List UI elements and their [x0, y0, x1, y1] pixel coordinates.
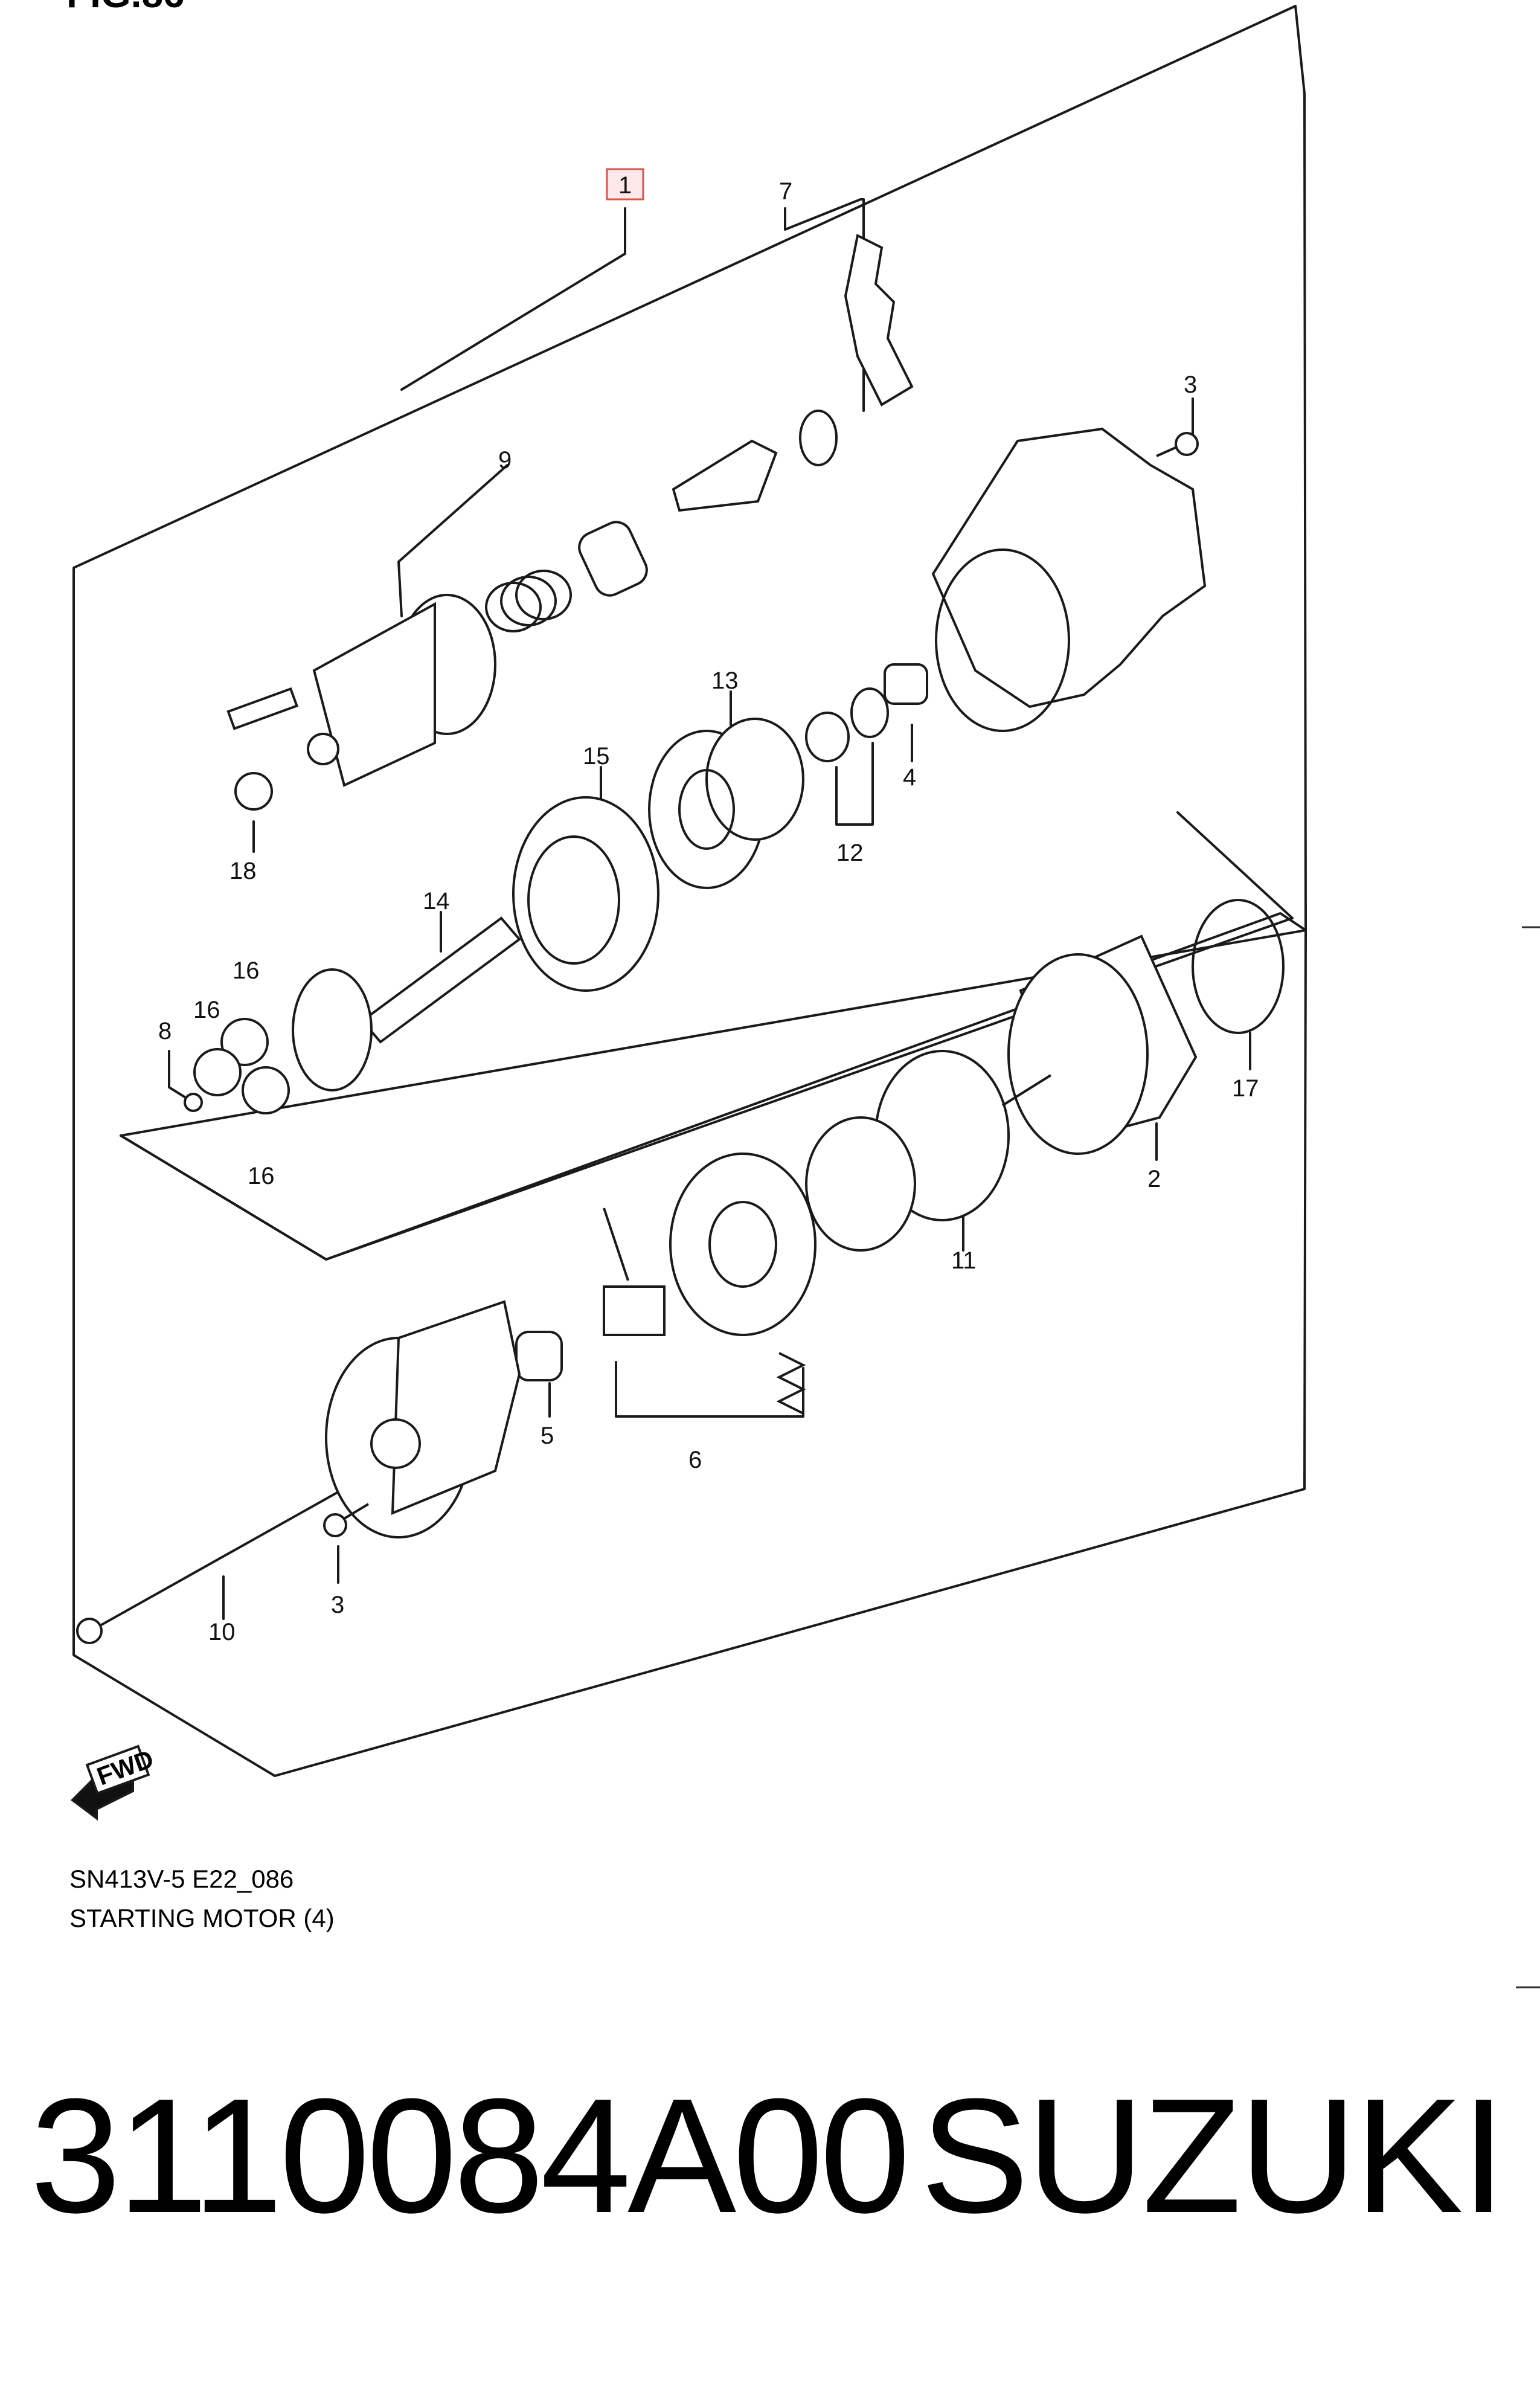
planet-gear-16a — [220, 1018, 269, 1066]
leader-9 — [397, 464, 509, 617]
planet-gear-16b — [193, 1048, 242, 1096]
armature-11 — [805, 1050, 1052, 1252]
through-bolt-10 — [76, 1491, 339, 1644]
leader-1 — [400, 207, 626, 391]
brush-holder-6 — [603, 1153, 817, 1415]
callout-11: 11 — [951, 1247, 977, 1274]
planet-gear-16c — [242, 1066, 290, 1114]
bolt-3-top — [1156, 432, 1199, 457]
fwd-arrow-icon — [70, 1744, 150, 1821]
shaft-14 — [292, 916, 521, 1092]
bolt-3-bottom — [323, 1503, 370, 1537]
callout-18: 18 — [229, 858, 257, 884]
gear-group-outline — [120, 811, 1294, 1261]
leader-6 — [615, 1361, 804, 1418]
bearing-5 — [515, 1331, 563, 1381]
front-housing-part — [931, 427, 1207, 732]
callout-5: 5 — [541, 1423, 554, 1449]
callout-7: 7 — [779, 178, 792, 205]
exploded-parts-diagram: FIG.86 — [66, 0, 1540, 1989]
rear-cover — [325, 1300, 521, 1538]
assembly-outline — [72, 5, 1307, 1777]
callout-10: 10 — [208, 1619, 236, 1645]
callout-15: 15 — [583, 743, 610, 770]
diagram-title: STARTING MOTOR (4) — [69, 1904, 335, 1932]
callout-4: 4 — [903, 764, 916, 791]
callout-12: 12 — [836, 840, 864, 866]
solenoid-part — [226, 594, 496, 787]
callout-14: 14 — [423, 888, 450, 915]
callout-3-bottom: 3 — [331, 1592, 344, 1618]
callout-16c: 16 — [248, 1163, 275, 1189]
callout-16b: 16 — [193, 997, 220, 1023]
callout-13: 13 — [711, 667, 739, 694]
callout-8: 8 — [158, 1018, 172, 1044]
callout-17: 17 — [1232, 1075, 1259, 1102]
washer-12a — [805, 712, 850, 762]
pinion-clutch-13 — [648, 718, 804, 889]
yoke-2 — [1007, 934, 1198, 1155]
leader-12 — [835, 742, 874, 826]
brand-name: SUZUKI — [920, 2065, 1506, 2247]
callout-6: 6 — [688, 1447, 702, 1473]
diagram-code: SN413V-5 E22_086 — [69, 1865, 294, 1893]
plunger-spring-part — [485, 521, 648, 632]
figure-title: FIG.86 — [66, 0, 185, 16]
callout-3-top: 3 — [1184, 371, 1197, 398]
callout-1-highlight — [606, 168, 644, 201]
internal-gear-15 — [512, 796, 659, 992]
callout-2: 2 — [1147, 1166, 1161, 1192]
callout-16a: 16 — [233, 957, 260, 984]
part-number: 3110084A00 — [30, 2065, 910, 2247]
callout-9: 9 — [498, 447, 512, 474]
shift-lever-part — [672, 234, 914, 512]
bushing-4 — [884, 663, 928, 705]
callout-1: 1 — [618, 172, 632, 199]
nut-18 — [234, 772, 273, 811]
ring-17 — [1192, 899, 1285, 1034]
product-label-band — [0, 1993, 1540, 2392]
ball-8 — [184, 1093, 203, 1112]
washer-12b — [850, 687, 889, 738]
